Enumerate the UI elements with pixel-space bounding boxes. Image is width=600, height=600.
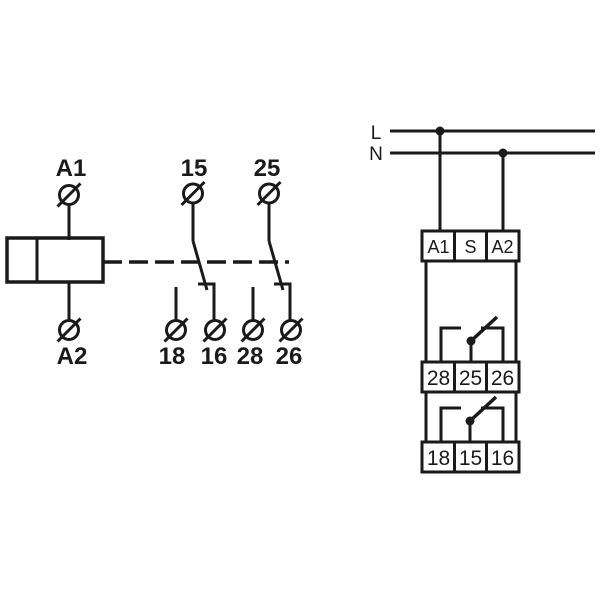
wiring-section: L N A1 S A2 28 25 26 bbox=[369, 123, 595, 474]
terminal-slash-18 bbox=[163, 317, 189, 343]
contact2-blade bbox=[267, 240, 285, 291]
terminal-circle-16 bbox=[204, 319, 226, 341]
contact1-no-label: 18 bbox=[159, 343, 186, 370]
contact2-nc-hook bbox=[274, 282, 292, 321]
device-contact2-left-bracket bbox=[439, 406, 461, 441]
contact1-common-label: 15 bbox=[181, 155, 208, 182]
device-contact2-right-bracket bbox=[481, 406, 505, 441]
coil-symbol bbox=[5, 236, 105, 284]
device-terminal-16: 16 bbox=[491, 447, 514, 470]
terminal-circle-18 bbox=[165, 319, 187, 341]
supply-label-l: L bbox=[371, 123, 382, 144]
device-terminal-26: 26 bbox=[491, 367, 514, 390]
contact2-no-label: 28 bbox=[237, 343, 264, 370]
terminal-slash-15 bbox=[180, 180, 206, 207]
device-terminal-18: 18 bbox=[427, 447, 450, 470]
contact2-common-label: 25 bbox=[254, 155, 281, 182]
device-terminal-28: 28 bbox=[427, 367, 450, 390]
terminal-slash-25 bbox=[256, 180, 282, 207]
contact1-nc-label: 16 bbox=[201, 343, 228, 370]
terminal-circle-a2 bbox=[58, 319, 80, 341]
device-terminal-a2: A2 bbox=[491, 237, 513, 257]
supply-label-n: N bbox=[369, 144, 383, 165]
contact1-blade bbox=[191, 240, 209, 291]
device-contact1-right-bracket bbox=[481, 326, 505, 361]
schematic-section: A1 A2 15 18 16 25 bbox=[5, 155, 304, 370]
contact2-nc-label: 26 bbox=[276, 343, 303, 370]
terminal-circle-28 bbox=[242, 319, 264, 341]
terminal-slash-a1 bbox=[56, 182, 82, 208]
terminal-label-a1: A1 bbox=[56, 155, 87, 182]
device-terminal-15: 15 bbox=[459, 447, 482, 470]
device-terminal-s: S bbox=[464, 237, 476, 257]
terminal-slash-16 bbox=[202, 317, 228, 343]
device-contact1-left-bracket bbox=[439, 326, 461, 361]
device-terminal-a1: A1 bbox=[427, 237, 449, 257]
device-terminal-25: 25 bbox=[459, 367, 482, 390]
terminal-label-a2: A2 bbox=[57, 343, 88, 370]
terminal-row-bottom bbox=[420, 440, 521, 474]
terminal-circle-26 bbox=[280, 319, 302, 341]
contact-2: 25 28 26 bbox=[237, 155, 304, 370]
terminal-slash-28 bbox=[240, 317, 266, 343]
terminal-slash-a2 bbox=[56, 317, 82, 343]
contact-1: 15 18 16 bbox=[159, 155, 228, 370]
terminal-slash-26 bbox=[278, 317, 304, 343]
contact1-nc-hook bbox=[198, 282, 216, 321]
